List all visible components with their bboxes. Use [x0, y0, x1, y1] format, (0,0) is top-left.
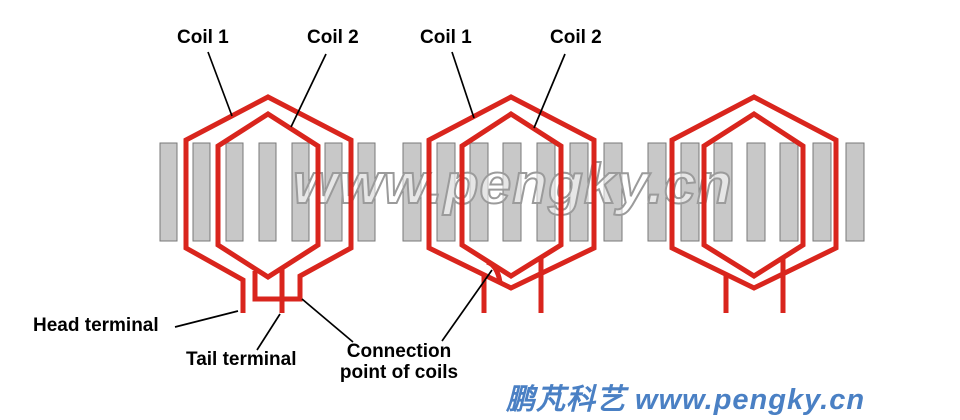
stator-bar [357, 142, 376, 242]
coil-1-outer-loop-with-connection-box [183, 94, 354, 313]
stator-bar [647, 142, 667, 242]
coil-2-inner-loop [215, 111, 321, 280]
stator-bars-group-2 [402, 142, 623, 242]
leader-coil1-diagram1 [207, 51, 233, 117]
stator-bar [469, 142, 489, 242]
connection-point-label-line1: Connection [346, 341, 452, 362]
leader-coil1-diagram2 [451, 51, 475, 119]
coil1-label-diagram1: Coil 1 [177, 27, 229, 48]
leader-head-terminal [174, 310, 239, 328]
stator-bar [680, 142, 700, 242]
coil-2-inner-loop [459, 111, 564, 279]
coil-1-outer-loop [426, 94, 597, 291]
stator-bar [258, 142, 277, 242]
stator-bar [779, 142, 799, 242]
brand-watermark: 鹏芃科艺 www.pengky.cn [506, 384, 866, 416]
stator-bar [502, 142, 522, 242]
coil2-label-diagram2: Coil 2 [550, 27, 602, 48]
stator-bar [713, 142, 733, 242]
coil-connection-kink [486, 259, 503, 283]
leader-coil2-diagram2 [533, 53, 566, 129]
stator-bar [192, 142, 211, 242]
stator-bar [291, 142, 310, 242]
stator-bar [845, 142, 865, 242]
watermark-text: www.pengky.cn [293, 152, 733, 216]
stator-bar [436, 142, 456, 242]
diagram-3-coils [669, 94, 839, 313]
coil1-label-diagram2: Coil 1 [420, 27, 472, 48]
stator-bar [159, 142, 178, 242]
coil-1-outer-loop [669, 94, 839, 291]
leader-coil2-diagram1 [290, 53, 327, 128]
stator-bar [812, 142, 832, 242]
coil-2-inner-loop [701, 111, 806, 279]
stator-bars-group-1 [159, 142, 376, 242]
stator-bar [324, 142, 343, 242]
stator-bars-group-3 [647, 142, 865, 242]
leader-connection-right [441, 269, 493, 342]
stator-bar [746, 142, 766, 242]
stator-bar [225, 142, 244, 242]
leader-tail-terminal [256, 313, 281, 351]
tail-terminal-label: Tail terminal [186, 349, 297, 370]
stator-bar [536, 142, 556, 242]
stator-bar [569, 142, 589, 242]
head-terminal-label: Head terminal [33, 315, 159, 336]
diagram-1-coils [183, 94, 354, 313]
stator-bar [603, 142, 623, 242]
connection-point-label-line2: point of coils [339, 362, 459, 383]
leader-lines [174, 51, 566, 351]
stator-bar [402, 142, 422, 242]
coil2-label-diagram1: Coil 2 [307, 27, 359, 48]
leader-connection-left [301, 298, 354, 343]
connection-point-label: Connection point of coils [337, 341, 461, 383]
